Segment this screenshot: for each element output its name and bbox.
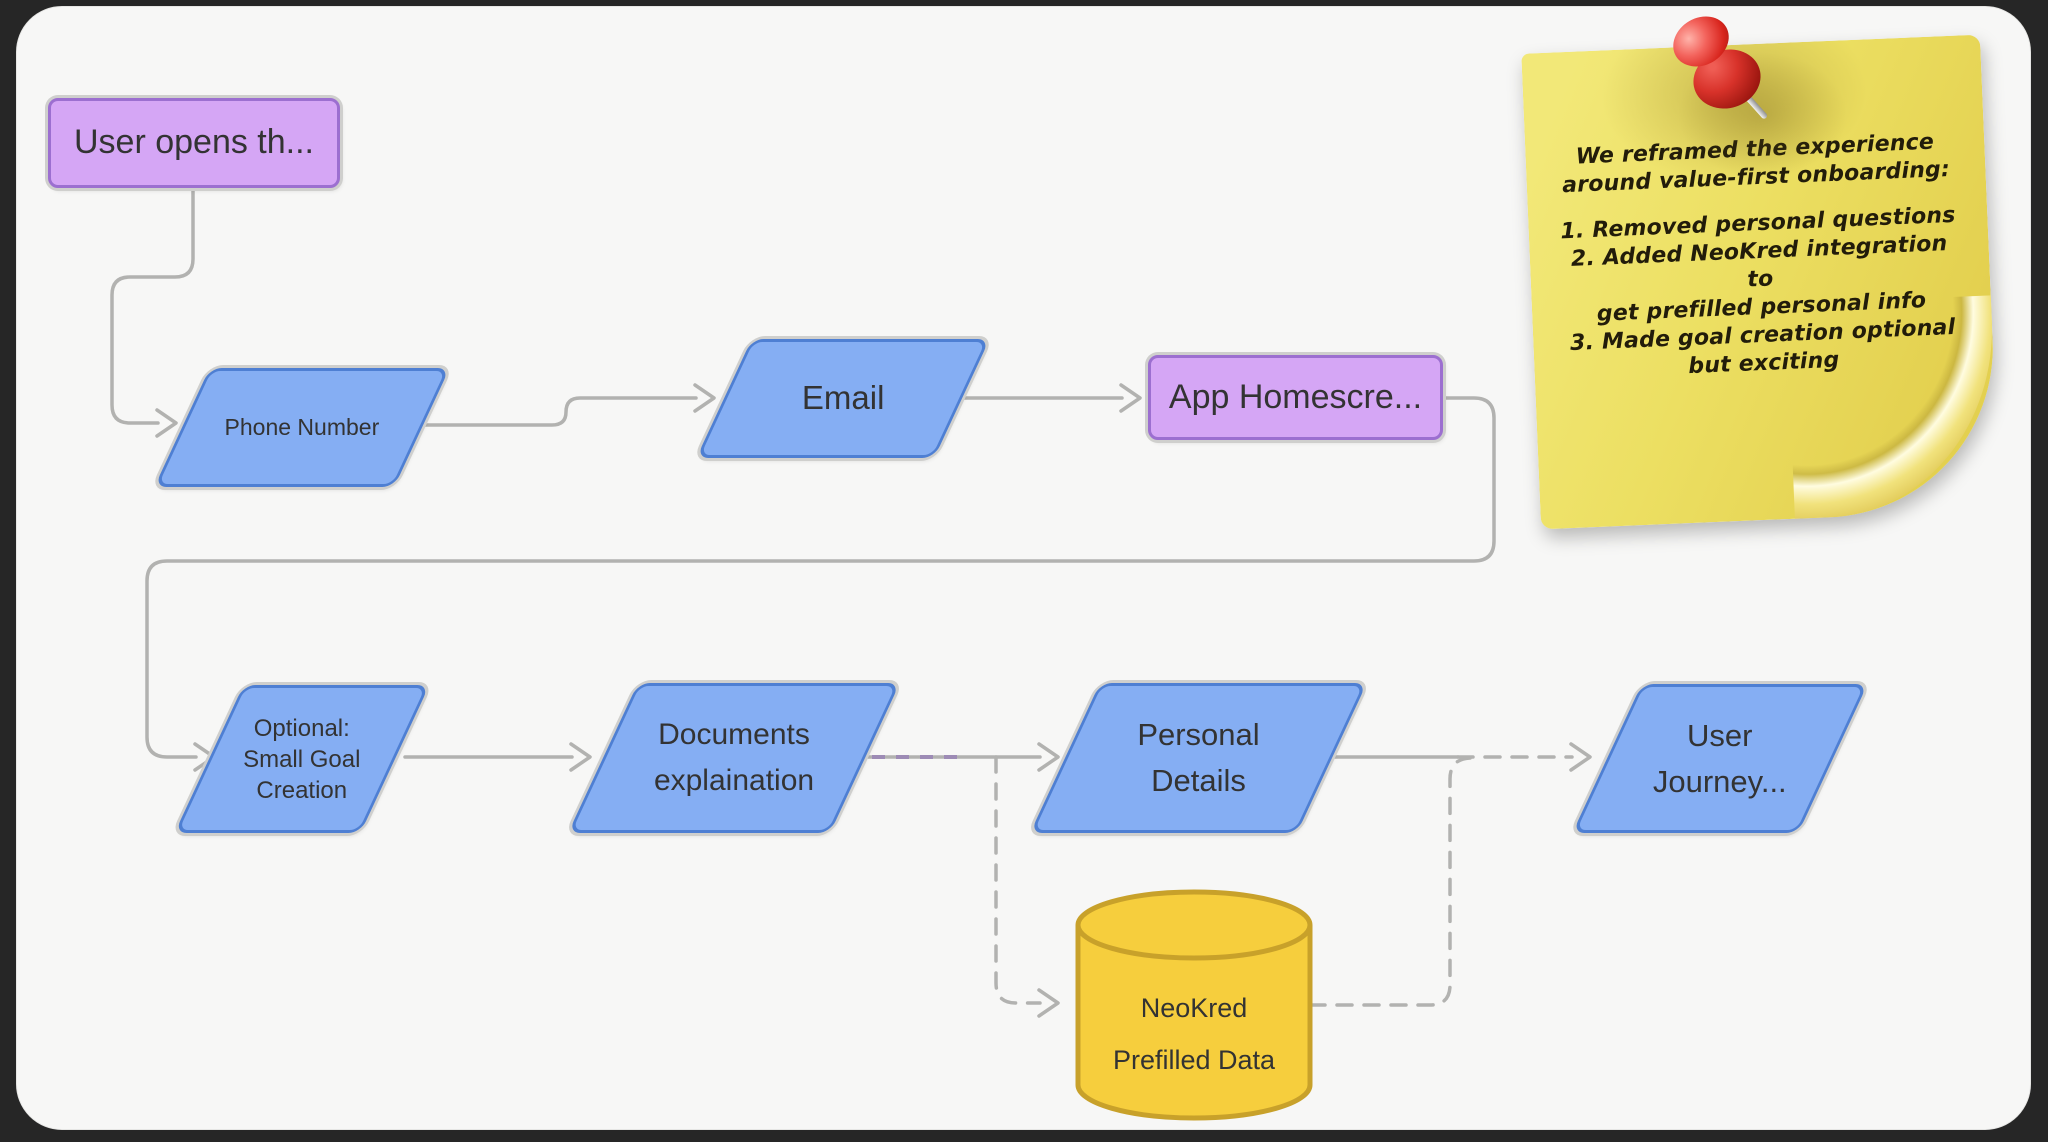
arrowhead-icon bbox=[1037, 988, 1060, 1018]
connector-phone-email[interactable] bbox=[398, 396, 698, 427]
node-label: User Journey... bbox=[1653, 717, 1787, 799]
arrowhead-icon bbox=[1037, 742, 1060, 772]
connector-neokred-to-journey[interactable] bbox=[1308, 756, 1472, 1007]
node-neokred-database[interactable]: NeoKred Prefilled Data bbox=[1075, 889, 1313, 1121]
connector-useropens-phone[interactable] bbox=[110, 188, 195, 425]
node-user-opens[interactable]: User opens th... bbox=[48, 98, 340, 188]
arrowhead-icon bbox=[1569, 742, 1592, 772]
node-label: Documents explaination bbox=[653, 718, 815, 797]
node-label: Email bbox=[801, 379, 885, 417]
connector-apphome-goal[interactable] bbox=[145, 396, 1496, 759]
node-label: User opens th... bbox=[73, 123, 314, 162]
arrowhead-icon bbox=[155, 408, 178, 438]
arrowhead-icon bbox=[1119, 383, 1142, 413]
node-label: App Homescre... bbox=[1168, 377, 1423, 416]
connector-branch-to-neokred[interactable] bbox=[994, 755, 1042, 1005]
arrowhead-icon bbox=[693, 383, 716, 413]
node-label: Personal Details bbox=[1137, 717, 1260, 798]
node-app-homescreen[interactable]: App Homescre... bbox=[1148, 355, 1443, 440]
node-label: Phone Number bbox=[224, 413, 380, 440]
arrowhead-icon bbox=[569, 742, 592, 772]
neokred-label-line2: Prefilled Data bbox=[1113, 1045, 1276, 1075]
neokred-label-line1: NeoKred bbox=[1141, 993, 1248, 1023]
node-label: Optional: Small Goal Creation bbox=[243, 714, 361, 804]
